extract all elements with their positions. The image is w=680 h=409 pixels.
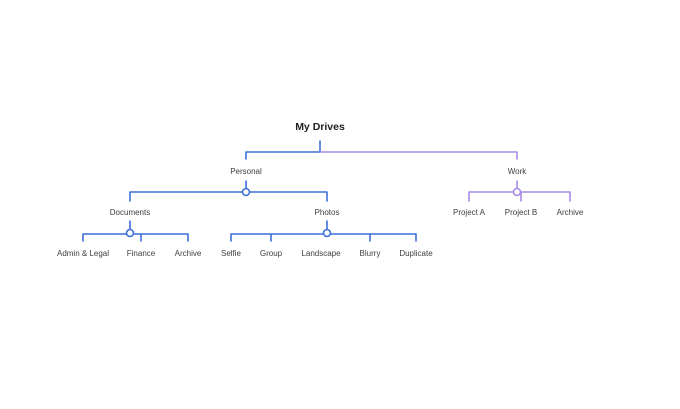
node-labels: My Drives Personal Work Documents Photos…: [57, 121, 584, 258]
photos-child-landscape: Landscape: [301, 249, 341, 258]
work-child-archive: Archive: [557, 208, 584, 217]
root-connector-blue: [245, 140, 321, 160]
photos-child-selfie: Selfie: [221, 249, 242, 258]
documents-junction-node: [125, 228, 135, 238]
photos-label: Photos: [315, 208, 340, 217]
root-label: My Drives: [295, 121, 345, 133]
documents-child-archive: Archive: [175, 249, 202, 258]
photos-junction-node: [322, 228, 332, 238]
personal-junction-node: [241, 187, 251, 197]
personal-label: Personal: [230, 167, 262, 176]
work-child-project-b: Project B: [505, 208, 537, 217]
connector-lines: [82, 140, 571, 242]
documents-child-finance: Finance: [127, 249, 156, 258]
personal-bracket: [129, 180, 328, 202]
documents-label: Documents: [110, 208, 150, 217]
work-junction-node: [512, 187, 522, 197]
photos-child-duplicate: Duplicate: [399, 249, 433, 258]
photos-child-group: Group: [260, 249, 283, 258]
photos-child-blurry: Blurry: [360, 249, 381, 258]
documents-child-admin-legal: Admin & Legal: [57, 249, 109, 258]
root-connector-purple: [319, 151, 518, 160]
work-label: Work: [508, 167, 528, 176]
documents-bracket: [82, 220, 189, 242]
work-child-project-a: Project A: [453, 208, 486, 217]
